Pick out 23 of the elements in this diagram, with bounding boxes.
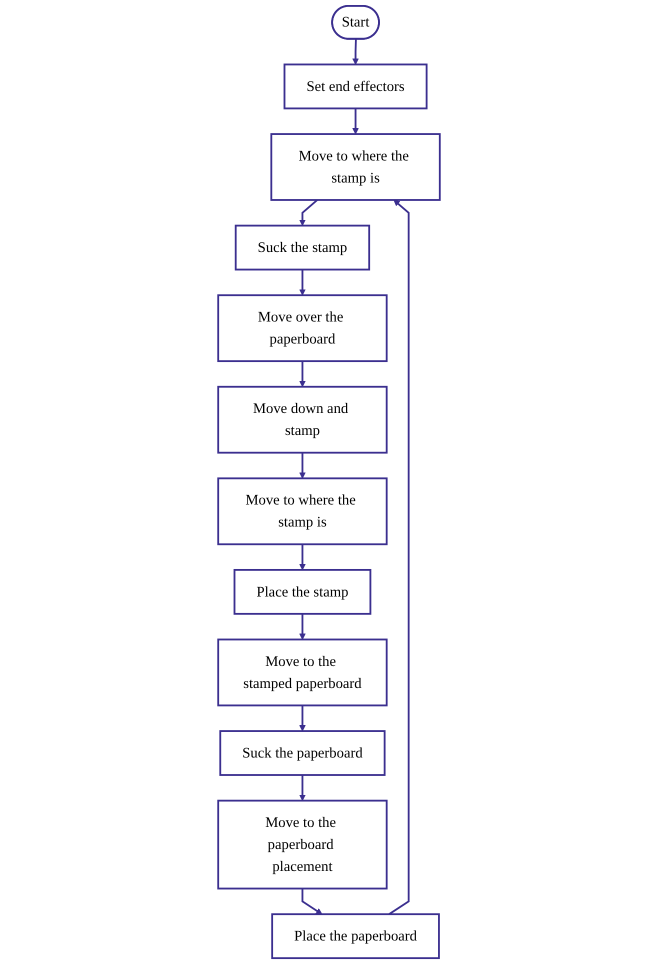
node-box: Place the paperboard xyxy=(271,913,440,960)
arrow xyxy=(299,361,306,388)
node-box: Move down and stamp xyxy=(217,386,388,454)
arrow xyxy=(299,199,318,226)
node-box: Move over the paperboard xyxy=(217,294,388,362)
arrow xyxy=(388,200,410,915)
arrow xyxy=(299,775,306,801)
arrow xyxy=(352,39,359,65)
node-box: Move to the paperboard placement xyxy=(217,800,388,890)
arrow xyxy=(299,270,306,296)
arrow xyxy=(299,705,306,732)
node-box: Suck the stamp xyxy=(234,224,370,270)
node-box: Move to where the stamp is xyxy=(270,133,441,201)
node-box: Suck the paperboard xyxy=(219,730,386,776)
node-box: Move to where the stamp is xyxy=(217,477,388,546)
arrow xyxy=(299,614,306,640)
node-box: Move to the stamped paperboard xyxy=(217,638,388,706)
arrow xyxy=(299,544,306,570)
node-box: Set end effectors xyxy=(284,64,428,110)
arrow xyxy=(299,452,306,479)
arrow xyxy=(302,888,322,914)
node-box: Place the stamp xyxy=(234,569,372,615)
arrow xyxy=(352,108,359,134)
